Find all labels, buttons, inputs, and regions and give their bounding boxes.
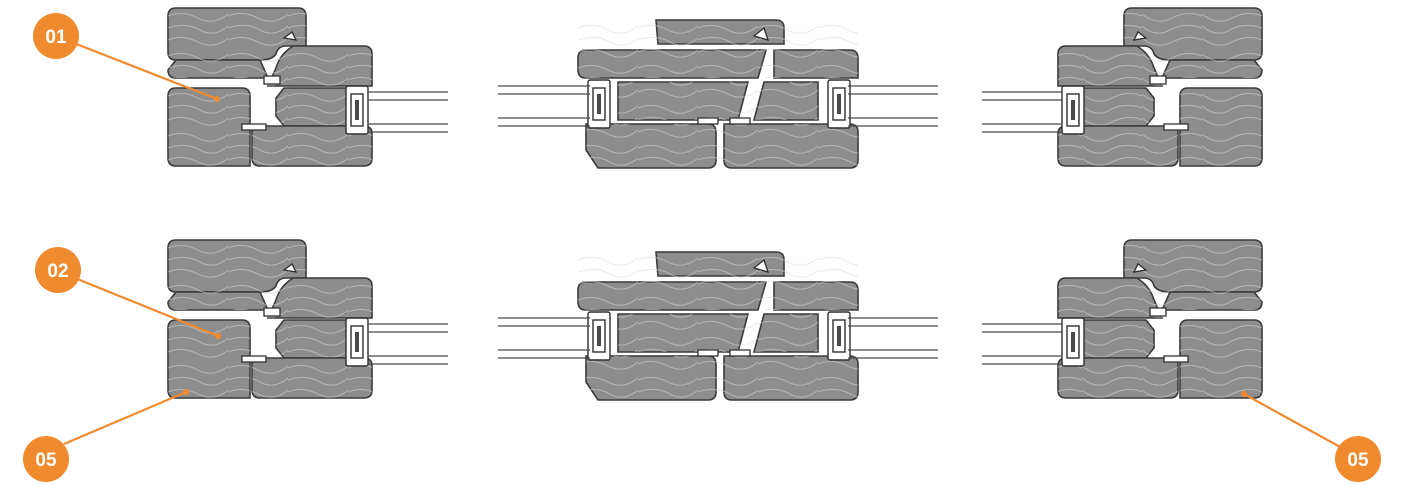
callout-badge-02-label: 02 xyxy=(47,261,68,282)
leader-02-dot xyxy=(215,333,221,339)
leader-01-dot xyxy=(214,96,220,102)
callout-badge-05-right-label: 05 xyxy=(1347,450,1369,471)
section-top-right xyxy=(982,8,1262,166)
leader-02 xyxy=(69,274,219,338)
section-top-middle xyxy=(498,20,938,168)
callout-badge-02: 02 xyxy=(35,247,81,293)
section-bottom-left xyxy=(168,240,448,398)
callout-badge-01: 01 xyxy=(33,13,79,59)
callout-badge-01-label: 01 xyxy=(45,27,67,48)
section-bottom-right xyxy=(982,240,1262,398)
leader-01 xyxy=(65,38,218,101)
callout-badge-05-left-label: 05 xyxy=(35,450,57,471)
callout-leaders xyxy=(63,38,1343,449)
leader-05-left xyxy=(63,390,187,446)
leader-05-right xyxy=(1243,393,1343,449)
leader-05-left-dot xyxy=(183,389,189,395)
section-bottom-middle xyxy=(498,252,938,400)
section-top-left xyxy=(168,8,448,166)
callout-badge-05-right: 05 xyxy=(1335,436,1381,482)
leader-05-right-dot xyxy=(1241,391,1247,397)
callout-badge-05-left: 05 xyxy=(23,436,69,482)
